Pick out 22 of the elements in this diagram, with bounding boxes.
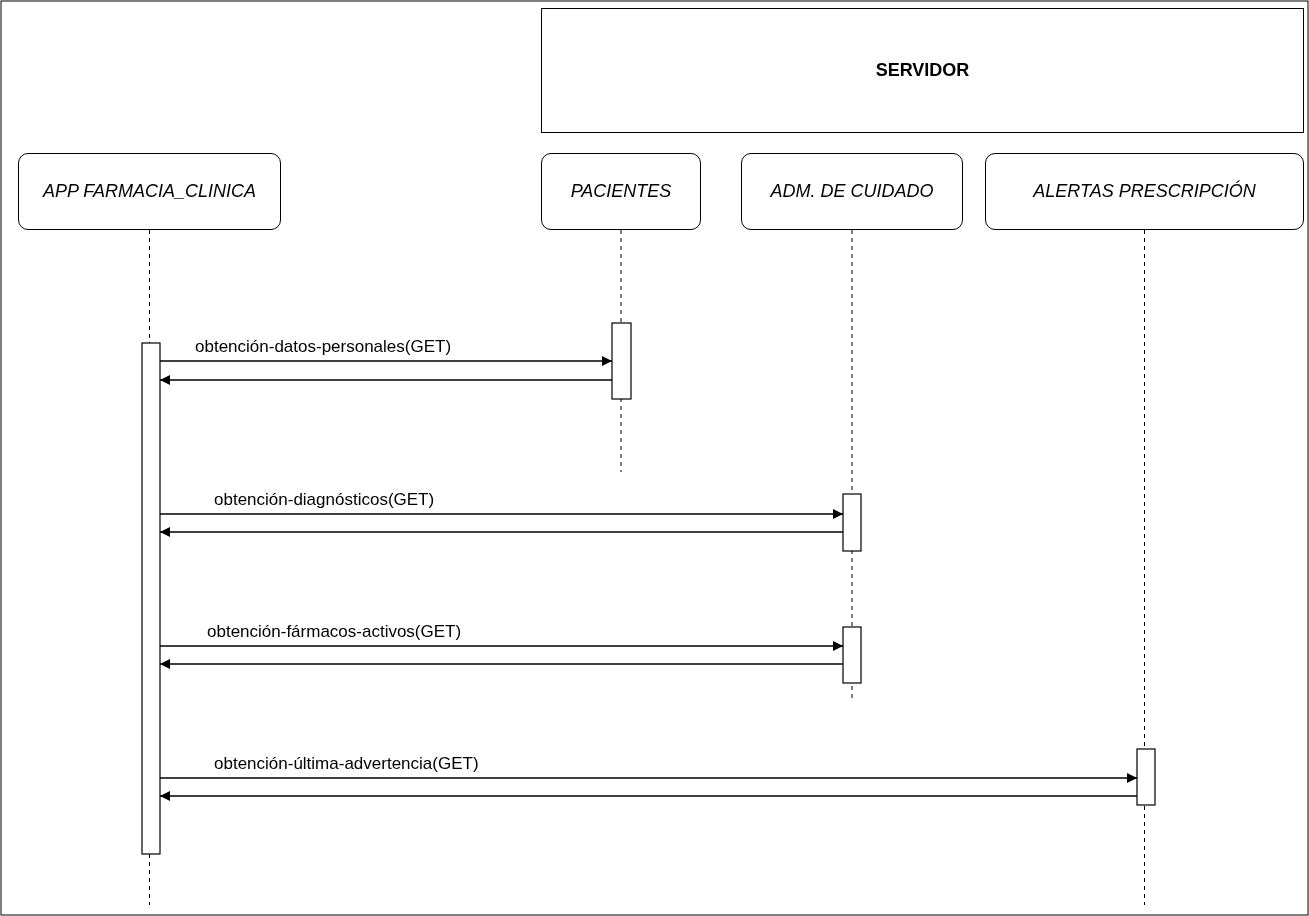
return-arrow <box>159 791 1138 801</box>
participant-box: ADM. DE CUIDADO <box>741 153 963 230</box>
group-header-box: SERVIDOR <box>541 8 1304 133</box>
participant-box: APP FARMACIA_CLINICA <box>18 153 281 230</box>
message-label: obtención-fármacos-activos(GET) <box>205 622 464 642</box>
return-arrow <box>159 375 613 385</box>
activation-bar <box>842 493 862 552</box>
return-arrow <box>159 659 844 669</box>
activation-bar <box>141 342 161 855</box>
activation-bar <box>842 626 862 684</box>
message-label: obtención-diagnósticos(GET) <box>212 490 437 510</box>
message-arrow <box>159 356 613 366</box>
message-arrow <box>159 773 1138 783</box>
return-arrow <box>159 527 844 537</box>
message-label: obtención-datos-personales(GET) <box>193 337 454 357</box>
activation-bar <box>611 322 632 400</box>
participant-box: ALERTAS PRESCRIPCIÓN <box>985 153 1304 230</box>
message-label: obtención-última-advertencia(GET) <box>212 754 481 774</box>
participant-box: PACIENTES <box>541 153 701 230</box>
message-arrow <box>159 641 844 651</box>
message-arrow <box>159 509 844 519</box>
activation-bar <box>1136 748 1156 806</box>
